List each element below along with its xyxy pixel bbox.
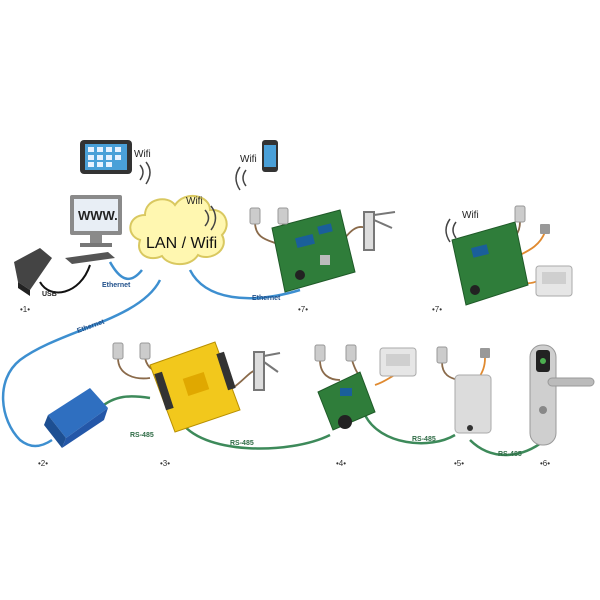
wifi-label-controller: Wifi bbox=[462, 210, 479, 221]
rs485-cable-converter-controller bbox=[99, 395, 151, 409]
ethernet-label-pc: Ethernet bbox=[102, 282, 131, 289]
wifi-waves-tablet-icon bbox=[139, 161, 151, 185]
rs485-cable-module-reader bbox=[363, 414, 456, 445]
marker-7a: •7• bbox=[298, 305, 308, 314]
ethernet-label-converter: Ethernet bbox=[76, 318, 106, 335]
reader-small-7a-2 bbox=[277, 207, 289, 225]
marker-4: •4• bbox=[336, 459, 346, 468]
wifi-waves-cloud-icon bbox=[204, 205, 217, 231]
tablet-device bbox=[80, 140, 132, 174]
marker-1: •1• bbox=[20, 305, 30, 314]
rs485-cable-controller-module bbox=[178, 419, 331, 450]
reader-small-7b bbox=[514, 205, 526, 223]
rs485-label-3: RS-485 bbox=[412, 436, 436, 443]
ethernet-cable-pc-cloud bbox=[108, 261, 143, 281]
controller-module-4 bbox=[317, 371, 376, 431]
wifi-label-cloud: Wifi bbox=[186, 196, 203, 207]
turnstile-7a bbox=[363, 211, 396, 251]
reader-small-3-2 bbox=[139, 342, 151, 360]
reader-small-7a-1 bbox=[249, 207, 261, 225]
card-reader-5 bbox=[454, 374, 492, 434]
rs485-cable-reader-lock bbox=[469, 439, 546, 457]
ethernet-label-controller: Ethernet bbox=[252, 295, 281, 302]
wifi-waves-controller-icon bbox=[445, 218, 457, 243]
marker-5: •5• bbox=[454, 459, 464, 468]
cloud-label: LAN / Wifi bbox=[146, 235, 217, 252]
door-lock-7b bbox=[535, 265, 573, 297]
marker-2: •2• bbox=[38, 459, 48, 468]
turnstile-3 bbox=[253, 351, 281, 391]
usb-cable bbox=[39, 264, 91, 294]
sensor-7b bbox=[540, 224, 550, 234]
rs485-label-4: RS-485 bbox=[498, 451, 522, 458]
controller-board-7b bbox=[451, 221, 529, 306]
wifi-waves-phone-icon bbox=[235, 166, 247, 191]
wifi-label-tablet: Wifi bbox=[134, 149, 151, 160]
reader-small-5 bbox=[436, 346, 448, 364]
computer-monitor bbox=[70, 195, 122, 247]
reader-small-4-2 bbox=[345, 344, 357, 362]
reader-small-4-1 bbox=[314, 344, 326, 362]
marker-3: •3• bbox=[160, 459, 170, 468]
lan-wifi-cloud bbox=[129, 195, 228, 266]
controller-board-3 bbox=[149, 341, 241, 433]
sensor-5 bbox=[480, 348, 490, 358]
usb-label: USB bbox=[42, 291, 57, 298]
reader-small-3-1 bbox=[112, 342, 124, 360]
marker-7b: •7• bbox=[432, 305, 442, 314]
phone-device bbox=[262, 140, 278, 172]
keyboard bbox=[65, 252, 115, 264]
door-lock-4 bbox=[379, 347, 417, 377]
converter-device bbox=[44, 388, 108, 448]
rs485-label-1: RS-485 bbox=[130, 432, 154, 439]
marker-6: •6• bbox=[540, 459, 550, 468]
ethernet-cable-cloud-controller bbox=[188, 269, 301, 300]
card-reader-usb bbox=[14, 248, 52, 296]
ethernet-cable-cloud-converter bbox=[1, 279, 162, 448]
monitor-text: WWW. bbox=[78, 208, 118, 223]
wifi-label-phone: Wifi bbox=[240, 154, 257, 165]
controller-board-7a bbox=[271, 209, 356, 293]
electronic-door-handle-6 bbox=[529, 344, 595, 446]
rs485-label-2: RS-485 bbox=[230, 440, 254, 447]
